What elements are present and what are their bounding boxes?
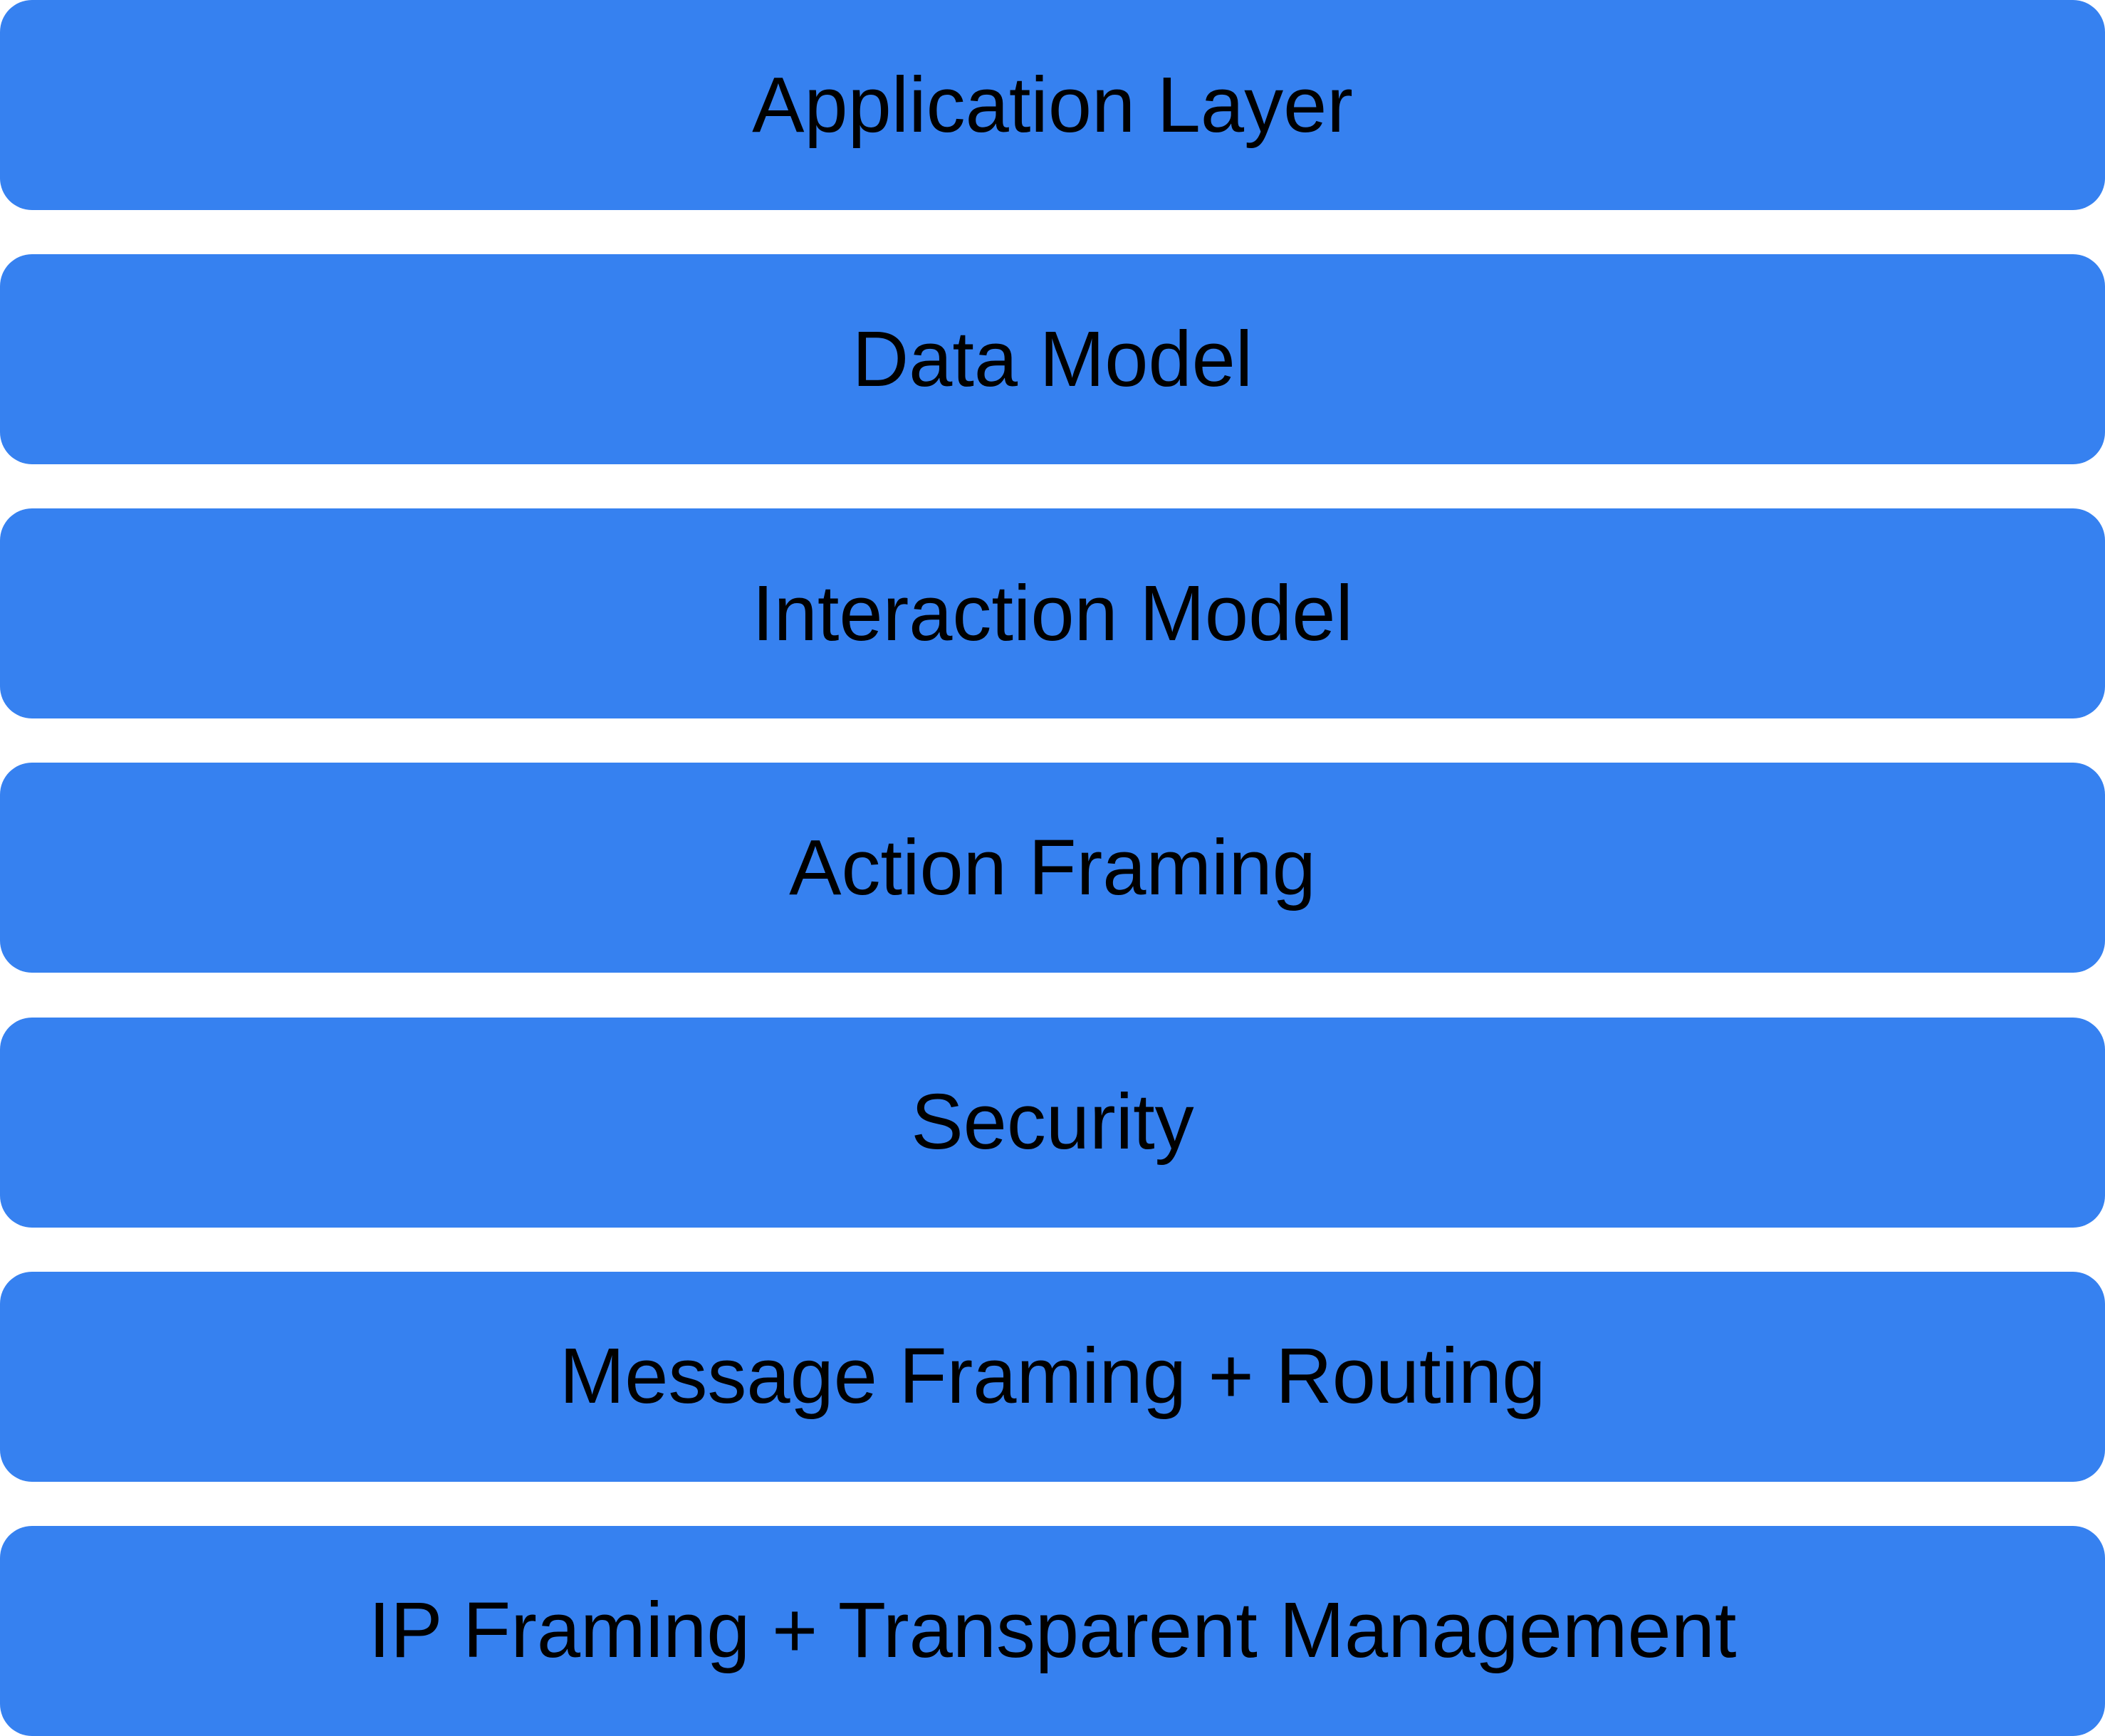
layer-block-message-framing-routing: Message Framing + Routing [0,1271,2105,1482]
layer-label: Interaction Model [752,569,1353,657]
layer-block-ip-framing-transparent-management: IP Framing + Transparent Management [0,1525,2105,1736]
layer-block-action-framing: Action Framing [0,763,2105,973]
layer-label: Action Framing [789,823,1316,911]
layer-label: IP Framing + Transparent Management [368,1586,1737,1675]
layer-label: Security [911,1078,1194,1166]
layer-block-data-model: Data Model [0,254,2105,465]
layer-label: Data Model [852,315,1253,403]
layer-block-interaction-model: Interaction Model [0,508,2105,719]
layer-block-application-layer: Application Layer [0,0,2105,210]
layer-label: Application Layer [752,61,1353,149]
layer-label: Message Framing + Routing [559,1332,1546,1421]
layer-block-security: Security [0,1017,2105,1228]
